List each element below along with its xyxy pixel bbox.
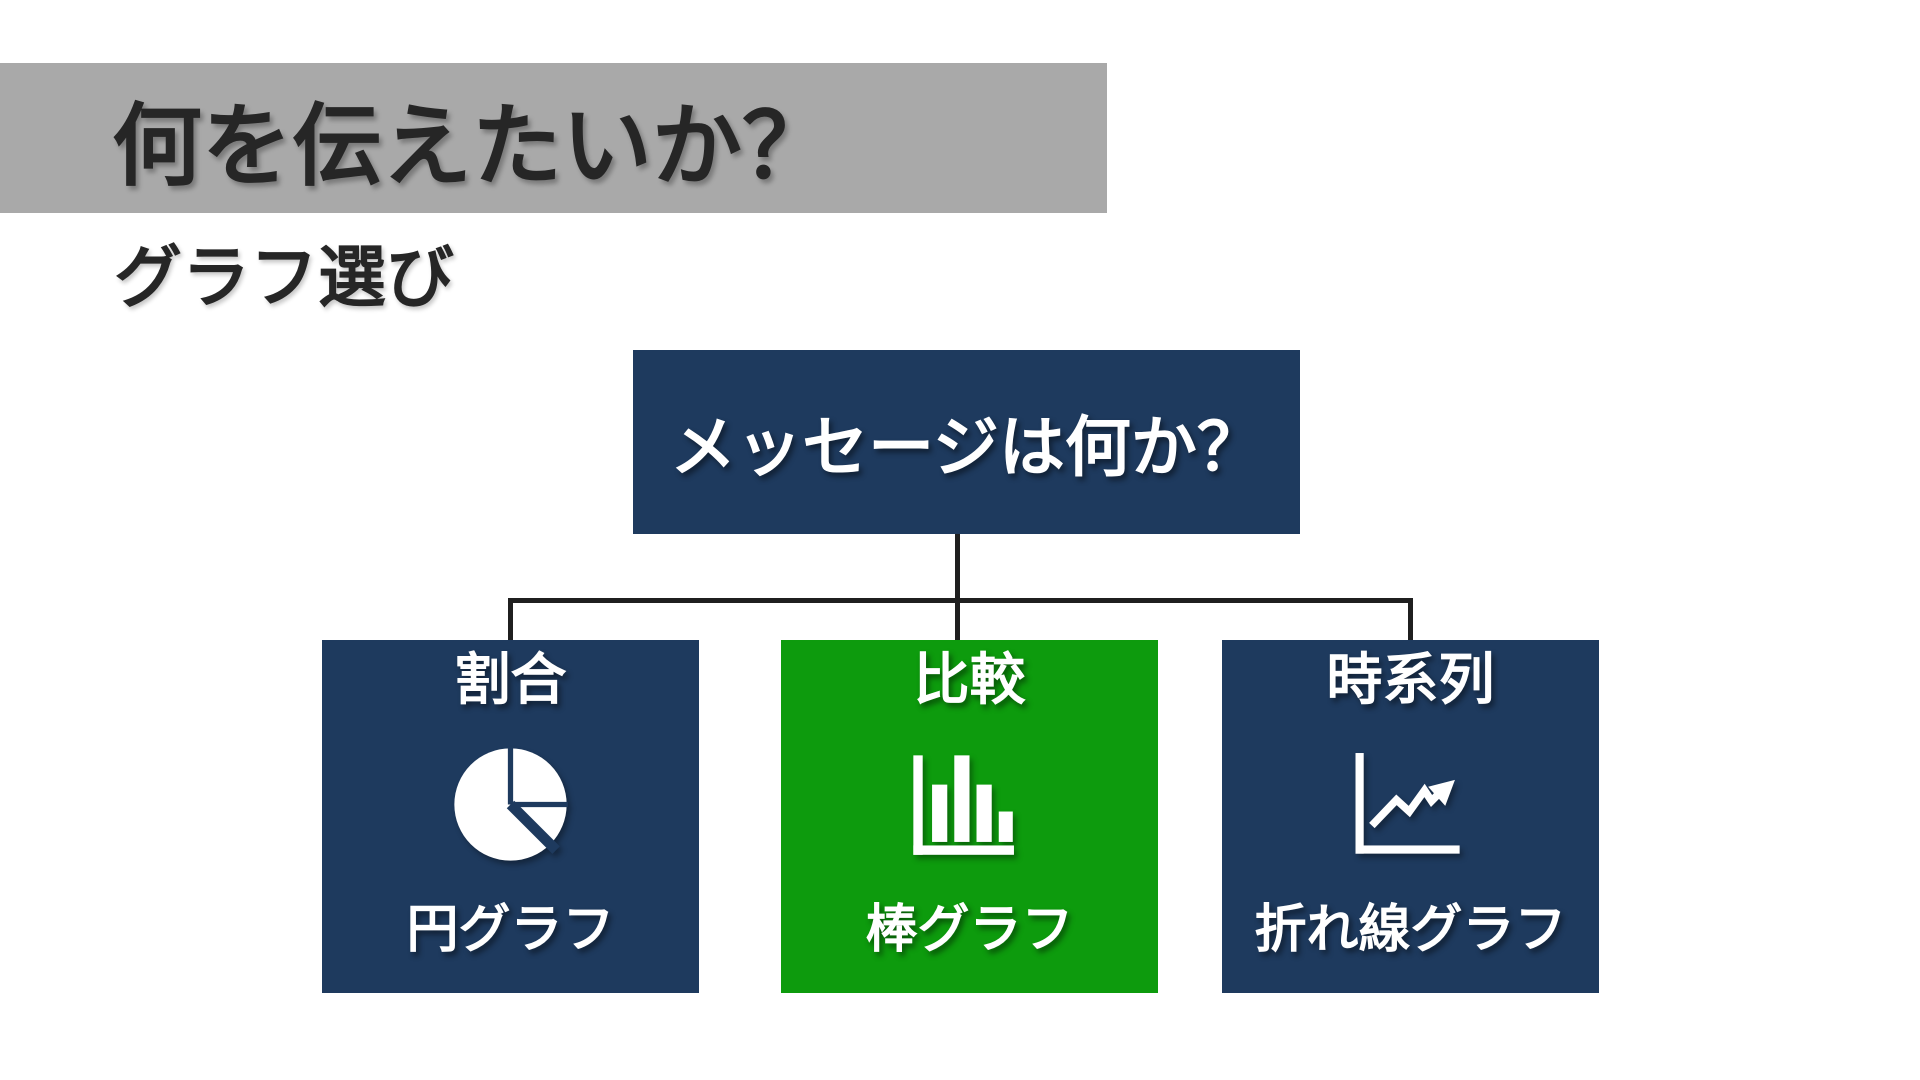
node-label: 時系列 <box>1326 648 1495 711</box>
bar-chart-icon <box>913 754 1014 855</box>
connector-drop-left-line <box>508 598 513 642</box>
flowchart-root-node: メッセージは何か？ <box>633 350 1300 534</box>
chart-type-label: 折れ線グラフ <box>1254 900 1567 959</box>
page-title: 何を伝えたいか？ <box>112 97 832 197</box>
node-label: 割合 <box>454 648 567 711</box>
child-node-timeseries: 時系列 折れ線グラフ <box>1222 640 1599 993</box>
root-node-label: メッセージは何か？ <box>670 410 1263 484</box>
title-bar: 何を伝えたいか？ <box>0 63 1107 213</box>
chart-type-label: 円グラフ <box>406 900 615 959</box>
pie-chart-icon <box>454 746 568 861</box>
child-node-comparison: 比較 棒グラフ <box>781 640 1158 993</box>
chart-type-label: 棒グラフ <box>865 900 1074 959</box>
child-node-proportion: 割合 円グラフ <box>322 640 699 993</box>
connector-drop-right-line <box>1408 598 1413 642</box>
connector-trunk-line <box>955 534 960 640</box>
connector-crossbar-line <box>508 598 1413 603</box>
node-label: 比較 <box>913 648 1026 711</box>
line-chart-icon <box>1355 752 1460 854</box>
slide-subtitle: グラフ選び <box>114 240 455 316</box>
